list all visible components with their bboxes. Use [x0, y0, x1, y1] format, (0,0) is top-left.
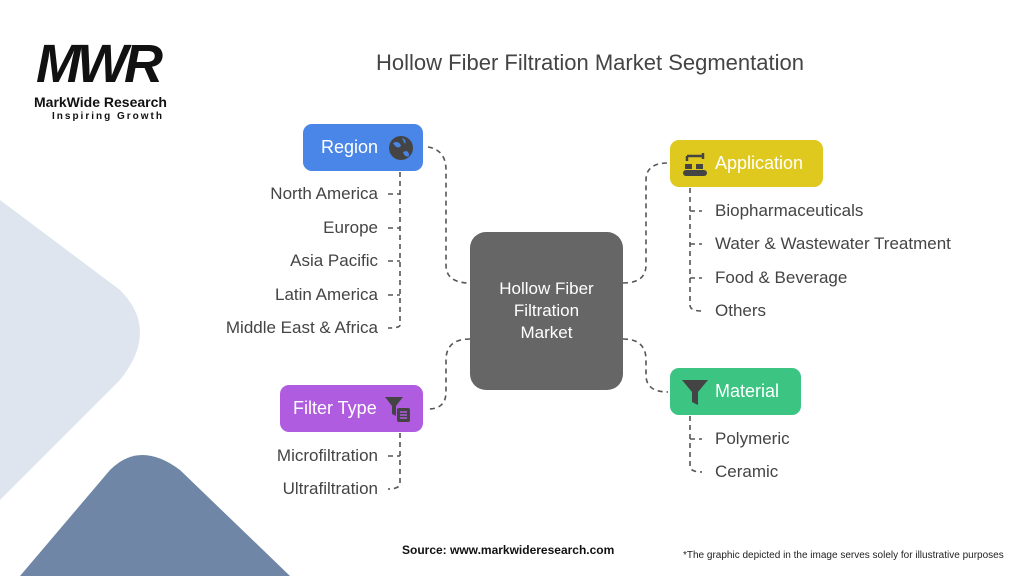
logo-mark: MWR — [36, 34, 163, 94]
list-item: Europe — [323, 218, 378, 237]
logo-tagline: Inspiring Growth — [52, 111, 164, 122]
list-item: Microfiltration — [276, 446, 378, 465]
filter-list-icon — [384, 396, 410, 422]
list-item: Ceramic — [715, 462, 779, 481]
list-item: Middle East & Africa — [225, 318, 378, 337]
application-label: Application — [715, 153, 804, 173]
funnel-icon — [682, 379, 708, 405]
list-item: Water & Wastewater Treatment — [715, 234, 951, 253]
center-node: Hollow Fiber Filtration Market — [470, 232, 623, 390]
list-item: Biopharmaceuticals — [715, 201, 864, 220]
list-item: North America — [270, 184, 378, 203]
globe-icon — [389, 135, 414, 160]
list-item: Ultrafiltration — [282, 479, 378, 498]
page-title: Hollow Fiber Filtration Market Segmentat… — [376, 50, 804, 75]
center-line: Market — [520, 323, 573, 342]
list-item: Latin America — [275, 285, 378, 304]
source-text: Source: www.markwideresearch.com — [402, 543, 615, 557]
application-node: Application — [670, 140, 823, 187]
material-node: Material — [670, 368, 801, 415]
region-node: Region — [303, 124, 423, 171]
list-item: Food & Beverage — [715, 268, 848, 287]
disclaimer-text: *The graphic depicted in the image serve… — [683, 550, 1004, 561]
center-line: Hollow Fiber — [499, 279, 594, 298]
connector-lines — [387, 146, 703, 490]
material-label: Material — [715, 381, 780, 401]
region-label: Region — [321, 137, 379, 157]
center-line: Filtration — [513, 301, 580, 320]
list-item: Asia Pacific — [290, 251, 378, 270]
list-item: Polymeric — [715, 429, 790, 448]
filter-type-node: Filter Type — [280, 385, 423, 432]
logo-name: MarkWide Research — [34, 94, 167, 110]
list-item: Others — [715, 301, 767, 320]
robot-arm-conveyor-icon — [683, 152, 707, 176]
filter-type-label: Filter Type — [293, 398, 377, 418]
